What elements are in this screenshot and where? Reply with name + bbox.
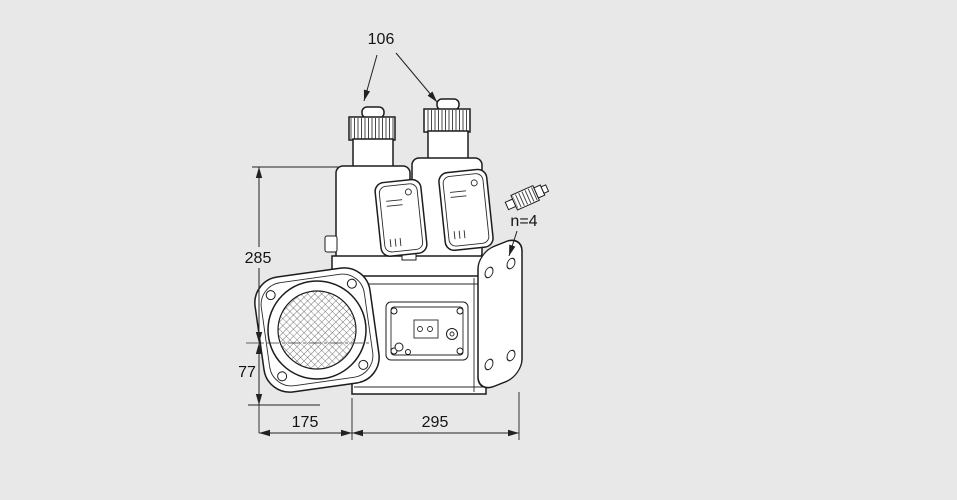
control-plate bbox=[385, 301, 469, 361]
bolt-hole bbox=[346, 278, 357, 289]
dimensions: 106 285 77 175 295 n=4 bbox=[238, 31, 538, 440]
coil-connector-left bbox=[324, 235, 338, 253]
bolt-hole bbox=[265, 290, 276, 301]
bolt-hole bbox=[484, 358, 494, 371]
inlet-flange bbox=[254, 267, 380, 393]
solenoid-label-plate-left bbox=[374, 178, 428, 257]
plug bbox=[446, 328, 458, 340]
bolt-hole bbox=[358, 359, 369, 370]
boss bbox=[394, 342, 404, 352]
dim-label-flange-width: 175 bbox=[292, 414, 319, 431]
outlet-flange bbox=[477, 239, 523, 389]
screw bbox=[456, 307, 464, 315]
boss bbox=[405, 349, 411, 355]
indicator-dot-left bbox=[404, 188, 412, 196]
screw bbox=[456, 347, 464, 355]
bolt-hole bbox=[506, 257, 516, 270]
solenoid-label-plate-right bbox=[438, 168, 494, 252]
bolt-count-label: n=4 bbox=[510, 213, 537, 230]
indicator-dot-right bbox=[470, 179, 478, 187]
strainer-mesh bbox=[277, 290, 357, 370]
bolt-hole bbox=[484, 266, 494, 279]
knurl-cap-left bbox=[350, 118, 394, 139]
bolt-hole bbox=[277, 371, 288, 382]
screw bbox=[390, 307, 398, 315]
knurl-cap-right bbox=[425, 110, 469, 131]
test-nipple bbox=[504, 184, 550, 211]
dim-label-overall-height: 285 bbox=[245, 250, 272, 267]
dim-label-body-length: 295 bbox=[422, 414, 449, 431]
bolt-hole bbox=[506, 349, 516, 362]
dim-label-top-depth: 106 bbox=[368, 31, 395, 48]
dim-label-center-to-bottom: 77 bbox=[238, 364, 256, 381]
